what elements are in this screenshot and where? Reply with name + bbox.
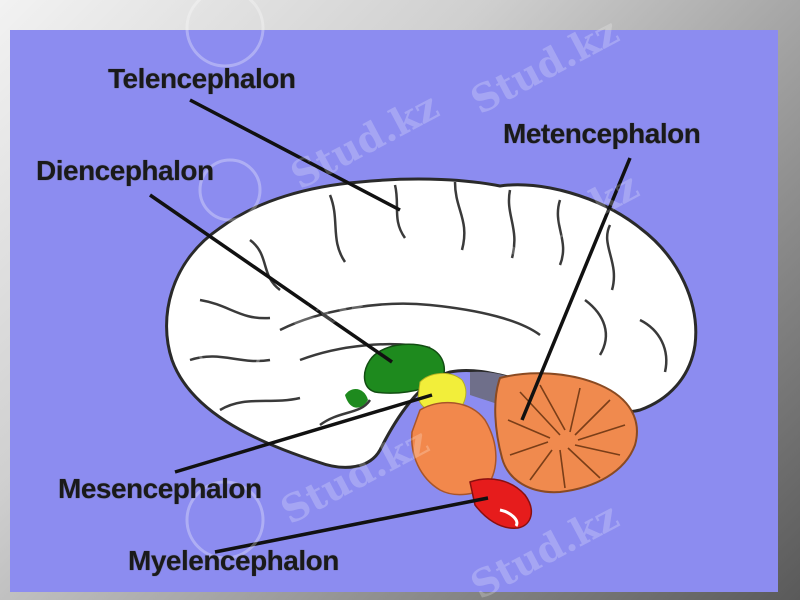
myelencephalon-leader	[214, 496, 489, 554]
diencephalon-lower	[345, 388, 368, 408]
cerebellum-folia	[507, 384, 626, 489]
mesencephalon-leader	[174, 393, 433, 474]
diencephalon-label: Diencephalon	[36, 155, 214, 186]
myelencephalon-label: Myelencephalon	[128, 545, 339, 576]
metencephalon-label: Metencephalon	[503, 118, 701, 149]
watermark-logo-icon	[185, 0, 265, 560]
telencephalon-label: Telencephalon	[108, 63, 296, 94]
watermark-text: Stud.kz	[463, 8, 626, 123]
mesencephalon-label: Mesencephalon	[58, 473, 262, 504]
medulla-region	[469, 478, 533, 529]
medulla-highlight	[499, 508, 519, 527]
metencephalon-leader	[520, 157, 632, 421]
telencephalon-leader	[189, 98, 401, 212]
diencephalon-leader	[149, 193, 393, 364]
leader-lines	[149, 98, 632, 554]
